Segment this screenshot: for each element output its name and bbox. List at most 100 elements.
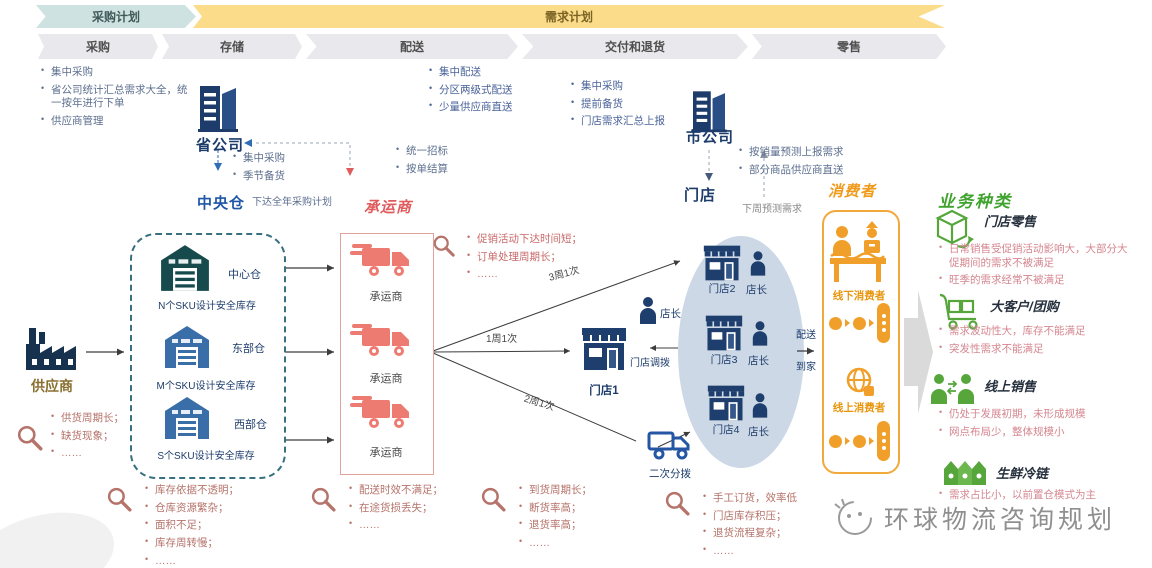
city-bullet: 集中采购 (570, 79, 690, 94)
store-icon (707, 385, 745, 421)
pain-item: …… (702, 544, 834, 559)
supplier-issue: …… (50, 446, 162, 461)
flow-arrow-icon (869, 437, 874, 445)
city-company-icon (691, 91, 727, 133)
warehouse-sku-note: N个SKU设计安全库存 (158, 301, 256, 312)
stage-retail-label: 零售 (836, 40, 861, 54)
truck-issues: 促销活动下达时间短； 订单处理周期长； …… (466, 232, 618, 286)
pain-item: 手工订货，效率低 (702, 491, 834, 506)
pain-item: 在途货损丢失； (348, 501, 498, 516)
online-globe-icon (846, 367, 874, 396)
flow-arrow-icon (869, 319, 874, 327)
delivery-label-top: 配送 (796, 330, 816, 341)
fresh-cold-chain-icon (944, 461, 986, 485)
warehouse-group-box (130, 233, 286, 479)
manager-label: 店长 (748, 355, 769, 367)
manager-person-icon (640, 297, 656, 324)
business-bullet: 仍处于发展初期，未形成规模 (938, 407, 1136, 422)
pain-item: …… (144, 554, 276, 568)
procurement-plan-label: 采购计划 (91, 10, 140, 24)
central-wh-note: 下达全年采购计划 (252, 197, 332, 208)
province-bullets: 集中采购 省公司统计汇总需求大全，统一按年进行下单 供应商管理 (40, 65, 192, 133)
pain-item: 退货流程复杂； (702, 526, 834, 541)
online-sales-people-icon (931, 374, 974, 404)
consumer-section-label: 消费者 (828, 183, 877, 200)
pain-item: 仓库资源繁杂； (144, 501, 276, 516)
second-dispatch-truck-icon (647, 431, 690, 460)
truck-issue: 促销活动下达时间短； (466, 232, 618, 247)
store-label: 门店1 (589, 385, 619, 397)
pain-item: 退货率高； (518, 518, 648, 533)
province-bullet: 供应商管理 (40, 114, 192, 129)
watermark-text: 环球物流咨询规划 (884, 506, 1117, 534)
truck-carrier-label: 承运商 (369, 373, 403, 385)
warehouse-name: 中心仓 (228, 269, 261, 281)
stage-retail: 零售 (752, 34, 946, 59)
business-types-title: 业务种类 (938, 193, 1012, 211)
stage-dispatch: 配送 (306, 34, 518, 59)
stage-storage-label: 存储 (219, 40, 244, 54)
business-item-bullets: 需求波动性大，库存不能满足 突发性需求不能满足 (938, 324, 1136, 360)
province-company-label: 省公司 (195, 137, 244, 154)
business-bullet: 需求占比小，以前置仓模式为主 (938, 488, 1136, 503)
store-transfer-label: 门店调拨 (630, 358, 670, 369)
business-item-name: 大客户/团购 (990, 299, 1059, 314)
province-bullet: 集中采购 (40, 65, 192, 80)
dispatch-bullet: 分区两级式配送 (428, 83, 560, 98)
magnifier-icon (665, 491, 690, 516)
magnifier-icon (107, 487, 132, 512)
store-label: 门店3 (710, 354, 738, 366)
supplier-issue: 供货周期长； (50, 411, 162, 426)
city-bullet: 按销量预测上报需求 (738, 145, 850, 160)
stage-procure: 采购 (38, 34, 158, 59)
central-warehouse-label: 中央仓 (196, 195, 245, 212)
stage-dispatch-label: 配送 (399, 40, 424, 54)
cashier-counter-icon (830, 221, 886, 282)
manager-label: 店长 (660, 308, 681, 320)
transport-pains: 配送时效不满足； 在途货损丢失； …… (348, 483, 498, 537)
business-item-bullets: 需求占比小，以前置仓模式为主 (938, 488, 1136, 507)
business-item-bullets: 日常销售受促销活动影响大，大部分大促期间的需求不被满足 旺季的需求经常不被满足 (938, 242, 1136, 292)
store-label: 门店2 (708, 283, 736, 295)
carrier-bullet: 按单结算 (395, 162, 495, 177)
manager-person-icon (750, 251, 766, 276)
pain-item: …… (518, 536, 648, 551)
delivery-label-bottom: 到家 (796, 362, 816, 373)
magnifier-icon (311, 487, 336, 512)
business-item-name: 线上销售 (984, 379, 1037, 394)
store-section-label: 门店 (684, 187, 717, 204)
store-label: 门店4 (712, 424, 740, 436)
stage-procure-label: 采购 (85, 40, 110, 54)
manager-person-icon (752, 393, 768, 418)
store-pains: 到货周期长； 断货率高； 退货率高； …… (518, 483, 648, 555)
stage-storage: 存储 (162, 34, 302, 59)
flow-endpoint-icon (877, 303, 890, 343)
flow-arrow-icon (845, 319, 850, 327)
supplier-label: 供应商 (31, 378, 73, 394)
flow-arrow-icon (845, 437, 850, 445)
online-journey-flow (829, 420, 890, 462)
procurement-plan-banner: 采购计划 (36, 5, 196, 28)
flow-step-icon (829, 316, 842, 330)
warehouse-name: 西部仓 (234, 419, 267, 431)
watermark-logo-icon (834, 498, 872, 535)
store-icon (705, 315, 743, 351)
truck-carrier-label: 承运商 (369, 447, 403, 459)
business-item-bullets: 仍处于发展初期，未形成规模 网点布局少，整体规模小 (938, 407, 1136, 443)
dispatch-bullets: 集中配送 分区两级式配送 少量供应商直送 (428, 65, 560, 119)
central-wh-bullet: 集中采购 (232, 151, 352, 166)
business-bullet: 网点布局少，整体规模小 (938, 425, 1136, 440)
pain-item: 面积不足； (144, 518, 276, 533)
truck-icon (350, 244, 409, 276)
central-wh-bullets: 集中采购 季节备货 (232, 151, 352, 187)
magnifier-icon (433, 235, 455, 257)
pain-item: …… (348, 518, 498, 533)
truck-issue: 订单处理周期长； (466, 250, 618, 265)
province-bullet: 省公司统计汇总需求大全，统一按年进行下单 (40, 83, 192, 111)
carrier-group-box (340, 233, 434, 475)
warehouse-sku-note: M个SKU设计安全库存 (156, 381, 256, 392)
business-item-name: 门店零售 (984, 214, 1037, 229)
stage-delivery: 交付和退货 (522, 34, 748, 59)
city-bullets-right: 按销量预测上报需求 部分商品供应商直送 (738, 145, 850, 181)
